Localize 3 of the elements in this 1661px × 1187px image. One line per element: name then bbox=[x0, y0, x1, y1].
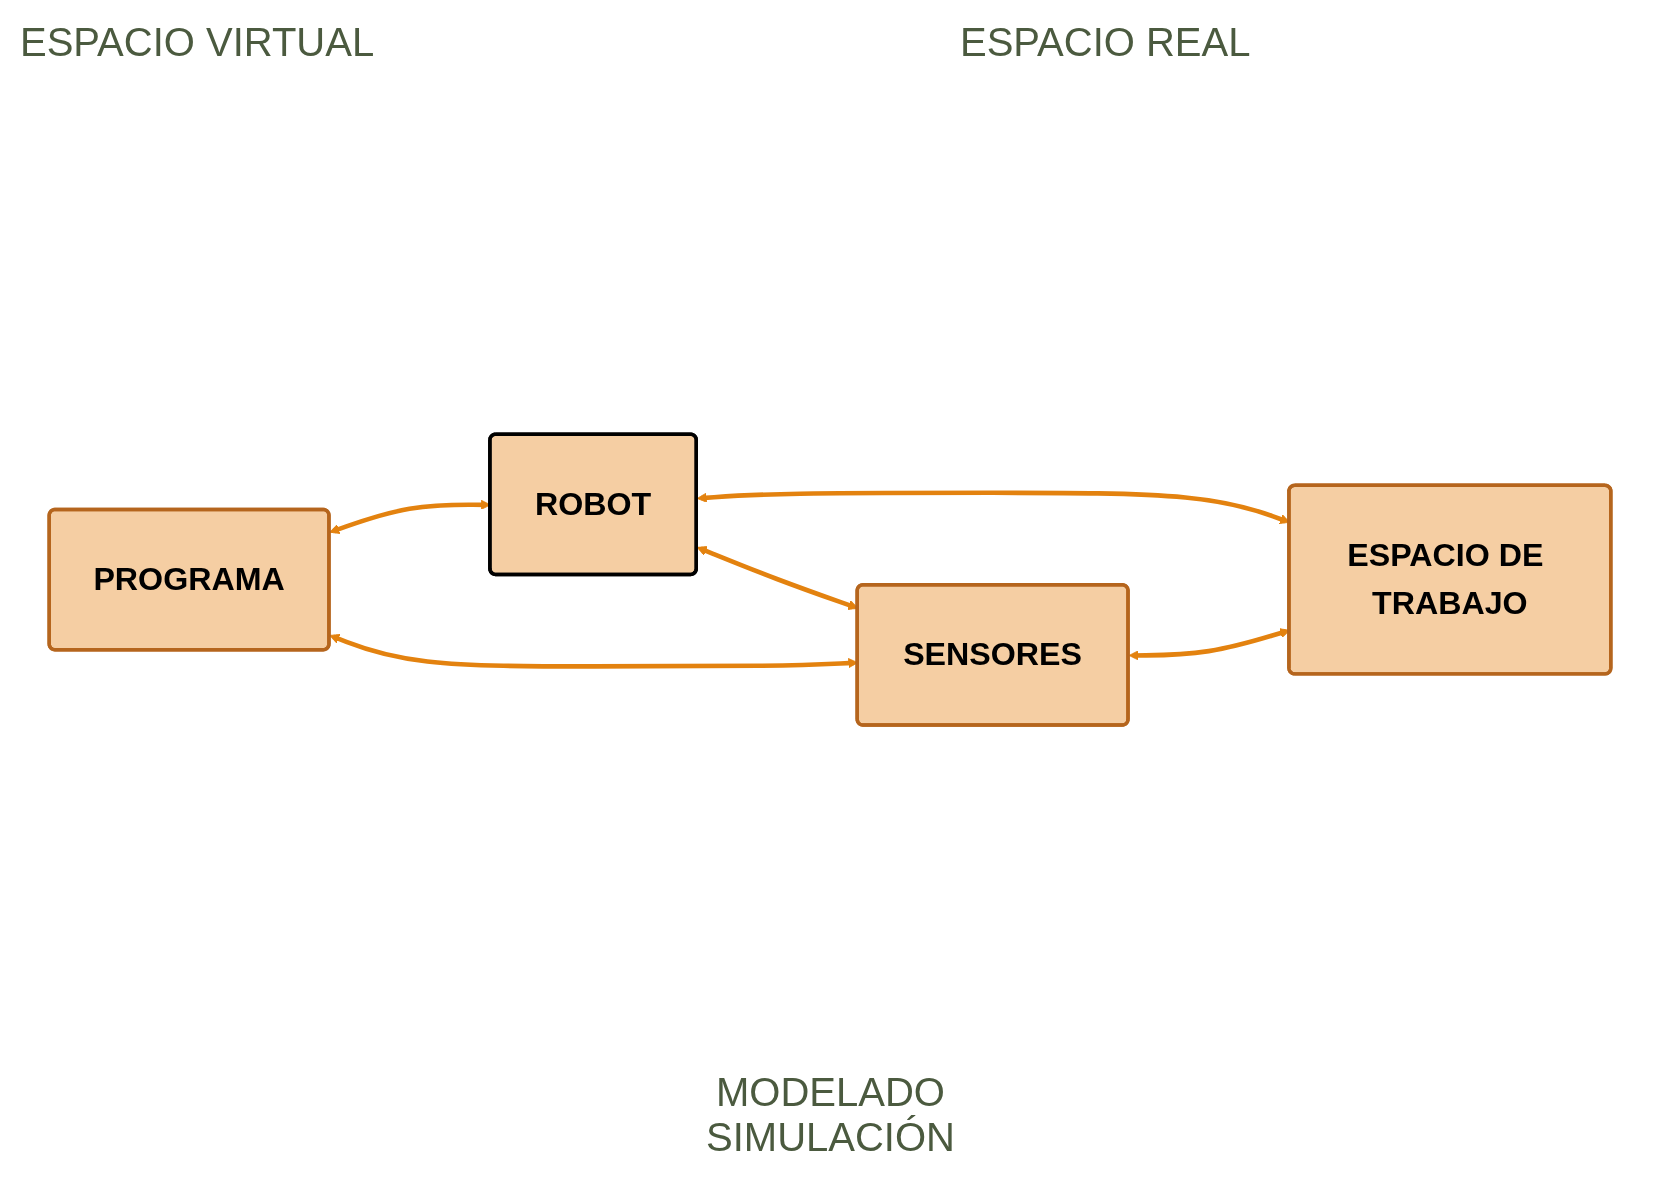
section-label: ESPACIO REAL bbox=[960, 20, 1251, 65]
section-label: MODELADO SIMULACIÓN bbox=[705, 1070, 956, 1160]
section-label: ESPACIO VIRTUAL bbox=[20, 20, 375, 65]
